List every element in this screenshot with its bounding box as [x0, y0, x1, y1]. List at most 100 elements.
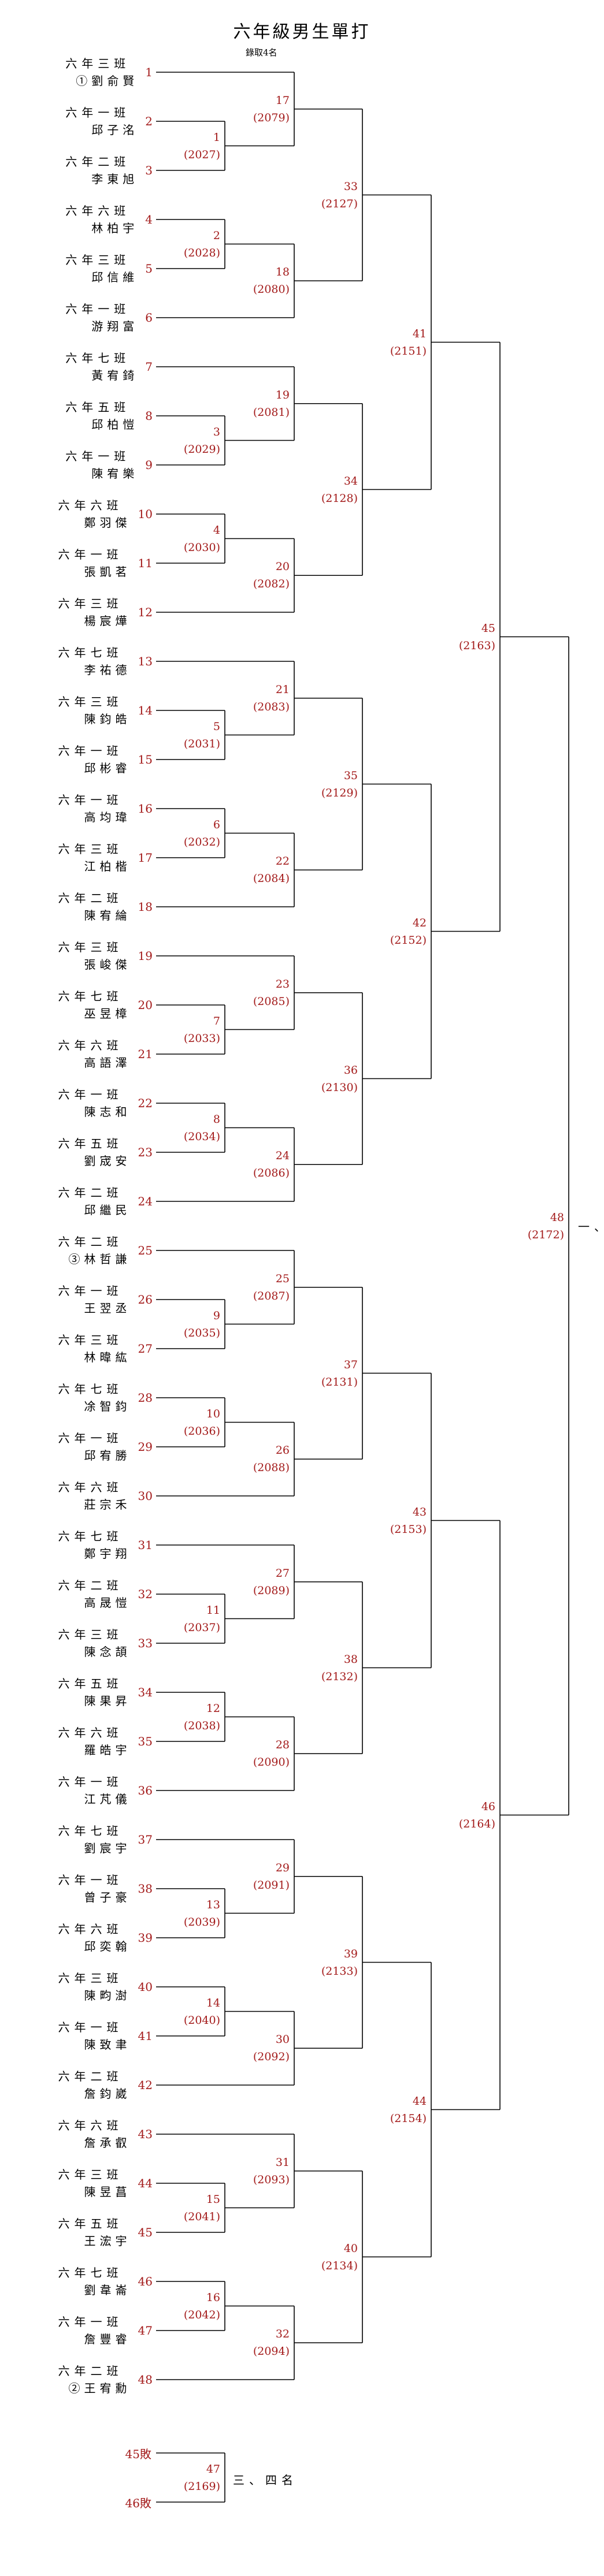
player-class: 六年二班: [58, 1186, 123, 1200]
third-place-top-entry: 45敗: [125, 2447, 151, 2461]
match-number: 10: [206, 1407, 220, 1420]
player-number: 17: [138, 851, 153, 865]
match-code: (2153): [390, 1522, 427, 1536]
match-code: (2134): [321, 2259, 358, 2272]
match-label: 35(2129): [299, 767, 358, 802]
match-number: 45: [481, 621, 495, 635]
player-number: 45: [138, 2225, 153, 2239]
player-info: 六年一班江芃儀: [58, 1773, 131, 1808]
player-name: 林柏宇: [91, 221, 139, 235]
player-name: 陳志和: [84, 1105, 131, 1119]
match-number: 13: [206, 1898, 220, 1911]
match-number: 12: [206, 1702, 220, 1715]
player-info: 六年三班陳鈞皓: [58, 693, 131, 728]
player-number: 15: [138, 753, 153, 766]
third-place-label: 三、四名: [233, 2473, 298, 2487]
player-name: 邱奕翰: [84, 1940, 131, 1953]
match-label: 39(2133): [299, 1945, 358, 1980]
player-class: 六年七班: [58, 1382, 123, 1396]
match-code: (2084): [253, 872, 290, 885]
match-code: (2086): [253, 1167, 290, 1180]
match-label: 37(2131): [299, 1356, 358, 1391]
match-number: 14: [206, 1996, 220, 2009]
player-number: 47: [138, 2324, 153, 2337]
player-class: 六年六班: [58, 498, 123, 512]
page-title: 六年級男生單打: [233, 22, 371, 42]
player-number: 39: [138, 1931, 153, 1945]
match-code: (2083): [253, 700, 290, 713]
match-code: (2037): [183, 1621, 220, 1634]
player-class: 六年一班: [65, 302, 131, 316]
player-info: 六年一班詹豐睿: [58, 2313, 131, 2348]
player-name: 邱繼民: [84, 1203, 131, 1217]
player-name: 李東旭: [91, 172, 139, 186]
player-class: 六年一班: [58, 548, 123, 561]
player-number: 30: [138, 1489, 153, 1503]
player-number: 24: [138, 1194, 153, 1208]
match-code: (2131): [321, 1375, 358, 1388]
player-name: 邱宥勝: [84, 1449, 131, 1462]
player-number: 28: [138, 1391, 153, 1405]
player-number: 14: [138, 703, 153, 717]
match-code: (2042): [183, 2308, 220, 2321]
player-name: 凃智鈞: [84, 1399, 131, 1413]
player-name: 陳果昇: [84, 1694, 131, 1708]
match-number: 42: [412, 916, 427, 929]
player-name: 劉宸宇: [84, 1841, 131, 1855]
player-class: 六年二班: [58, 2364, 123, 2378]
player-name: 陳致聿: [84, 2038, 131, 2052]
player-number: 48: [138, 2373, 153, 2387]
match-label: 28(2090): [231, 1736, 290, 1771]
player-number: 29: [138, 1440, 153, 1454]
match-label: 12(2038): [161, 1700, 220, 1734]
match-code: (2033): [183, 1032, 220, 1045]
player-name: 羅皓宇: [84, 1743, 131, 1757]
player-entry: 六年二班邱繼民 24: [58, 1181, 153, 1222]
player-info: 六年六班邱奕翰: [58, 1920, 131, 1955]
player-name: 黃宥錡: [91, 368, 139, 382]
player-name: ①劉俞賢: [76, 74, 139, 88]
player-number: 6: [145, 311, 153, 325]
match-label: 8(2034): [161, 1111, 220, 1145]
player-class: 六年一班: [58, 1431, 123, 1445]
player-number: 37: [138, 1833, 153, 1847]
player-class: 六年三班: [58, 1628, 123, 1641]
player-class: 六年五班: [58, 1137, 123, 1151]
player-number: 20: [138, 998, 153, 1012]
match-label: 14(2040): [161, 1994, 220, 2029]
match-number: 26: [275, 1444, 290, 1457]
match-number: 36: [343, 1063, 358, 1077]
player-info: 六年一班陳宥樂: [65, 448, 138, 482]
match-number: 33: [343, 180, 358, 193]
player-info: 六年三班江柏楷: [58, 840, 131, 875]
player-class: 六年一班: [58, 1088, 123, 1101]
player-class: 六年一班: [58, 1284, 123, 1298]
player-name: 張峻傑: [84, 958, 131, 971]
player-number: 8: [145, 409, 153, 423]
match-label: 2(2028): [161, 227, 220, 262]
player-info: 六年六班林柏宇: [65, 202, 138, 237]
match-label: 34(2128): [299, 472, 358, 507]
player-class: 六年七班: [65, 351, 131, 365]
match-number: 39: [343, 1947, 358, 1960]
player-number: 22: [138, 1096, 153, 1110]
match-code: (2029): [183, 442, 220, 456]
player-entry: 六年五班邱柏愷 8: [65, 396, 153, 436]
player-class: 六年七班: [58, 1529, 123, 1543]
player-info: 六年五班邱柏愷: [65, 399, 138, 433]
player-class: 六年一班: [58, 2020, 123, 2034]
